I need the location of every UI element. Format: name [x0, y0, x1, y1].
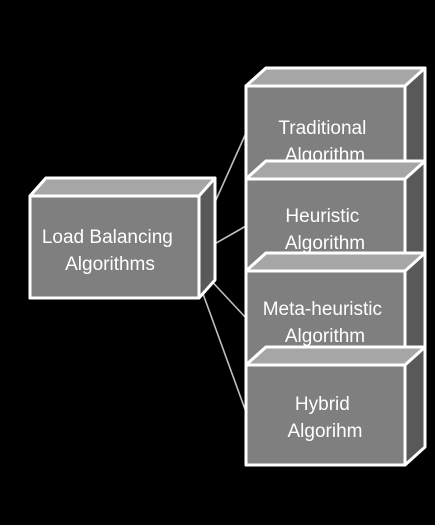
child-box-front	[244, 363, 407, 467]
root-label-line-2: Algorithms	[65, 254, 155, 275]
child-box-top	[244, 251, 427, 273]
root-box-front	[28, 194, 201, 300]
child-box-top	[244, 66, 427, 88]
root-box: Load Balancing Algorithms	[28, 176, 217, 300]
child-box-top	[244, 159, 427, 181]
child-label-line-2: Algorihm	[288, 421, 363, 442]
root-label: Load Balancing Algorithms	[42, 227, 178, 275]
child-label-line-1: Heuristic	[285, 206, 359, 227]
child-label-line-1: Hybrid	[295, 394, 350, 415]
child-label-line-2: Algorithm	[285, 326, 365, 347]
child-label-meta-heuristic: Meta-heuristic Algorithm	[263, 299, 388, 347]
child-label-hybrid: Hybrid Algorihm	[288, 394, 363, 442]
child-box-hybrid: Hybrid Algorihm	[244, 345, 427, 467]
root-box-top	[28, 176, 217, 198]
child-label-line-1: Meta-heuristic	[263, 299, 382, 320]
child-box-top	[244, 345, 427, 367]
child-label-line-1: Traditional	[278, 118, 366, 139]
child-label-heuristic: Heuristic Algorithm	[285, 206, 365, 254]
child-label-line-2: Algorithm	[285, 233, 365, 254]
root-label-line-1: Load Balancing	[42, 227, 173, 248]
